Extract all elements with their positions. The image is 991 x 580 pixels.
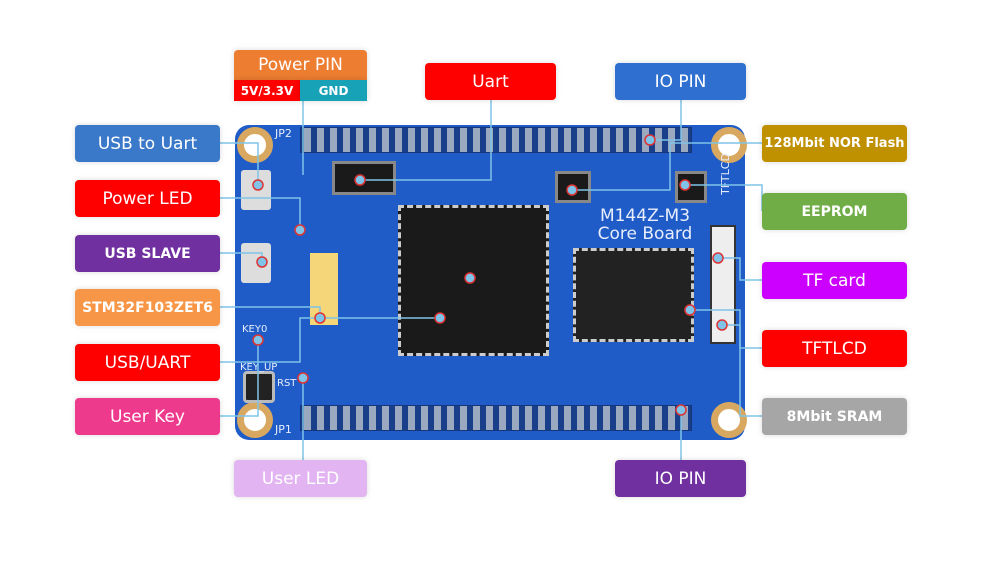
leader-mcu (220, 306, 321, 318)
label-power-led: Power LED (75, 180, 220, 217)
leader-user-key (220, 340, 259, 417)
leader-flash (572, 142, 762, 191)
leader-usb-uart2 (220, 317, 440, 363)
sram-chip (573, 248, 694, 342)
label-eeprom: EEPROM (762, 193, 907, 230)
jp2-silk: JP2 (275, 127, 292, 140)
header-jp1 (300, 405, 692, 431)
board-name-line2: Core Board (597, 224, 693, 244)
leader-usb-uart (220, 142, 259, 185)
label-io-pin-top: IO PIN (615, 63, 746, 100)
label-usb-to-uart: USB to Uart (75, 125, 220, 162)
leader-usb-slave (220, 252, 263, 262)
label-power-5v: 5V/3.3V (234, 80, 300, 101)
label-uart: Uart (425, 63, 556, 100)
label-usb-uart: USB/UART (75, 344, 220, 381)
rst-silk: RST (277, 378, 297, 389)
leader-io-top (650, 100, 682, 141)
key0-silk: KEY0 (242, 324, 268, 335)
leader-power-led (220, 197, 301, 230)
label-tftlcd: TFTLCD (762, 330, 907, 367)
label-power-pin: Power PIN (234, 50, 367, 80)
label-usb-slave: USB SLAVE (75, 235, 220, 272)
label-mcu: STM32F103ZET6 (75, 289, 220, 326)
label-user-led: User LED (234, 460, 367, 497)
jp1-silk: JP1 (275, 423, 292, 436)
leader-tftlcd (722, 324, 762, 349)
label-power-gnd: GND (300, 80, 367, 101)
jumper-block (310, 253, 338, 325)
leader-sram (690, 309, 762, 417)
mount-hole (711, 402, 747, 438)
leader-eeprom (685, 184, 763, 211)
mount-hole (237, 402, 273, 438)
reset-button (243, 371, 275, 403)
mount-hole (711, 127, 747, 163)
label-tf-card: TF card (762, 262, 907, 299)
label-io-pin-bottom: IO PIN (615, 460, 746, 497)
label-nor-flash: 128Mbit NOR Flash (762, 125, 907, 162)
label-sram: 8Mbit SRAM (762, 398, 907, 435)
leader-tf (718, 257, 762, 281)
mount-hole (237, 127, 273, 163)
header-jp2 (300, 127, 692, 153)
board-name-line1: M144Z-M3 (599, 206, 691, 226)
leader-uart (360, 100, 492, 181)
label-user-key: User Key (75, 398, 220, 435)
